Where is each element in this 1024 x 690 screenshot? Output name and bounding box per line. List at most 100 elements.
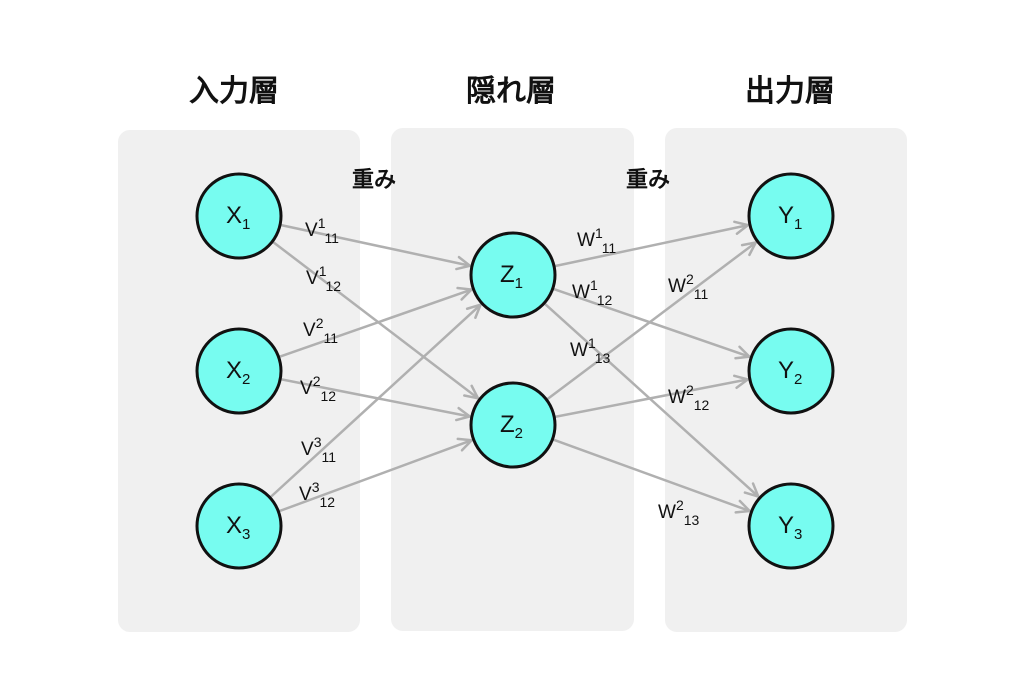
arrow-head-icon [463, 384, 481, 401]
weight-subscript: 12 [319, 494, 335, 510]
node-circle [195, 482, 283, 570]
weight-superscript: 3 [312, 479, 320, 495]
edge-X2-Z1 [278, 286, 475, 359]
weight-subscript: 11 [323, 330, 338, 346]
node-y2: Y2 [747, 327, 835, 415]
node-x2: X2 [195, 327, 283, 415]
edge-line [279, 223, 471, 267]
edge-line [269, 303, 482, 499]
edge-line [543, 302, 760, 498]
weight-base: V [303, 320, 316, 341]
edge-X3-Z1 [269, 302, 483, 499]
node-y3: Y3 [747, 482, 835, 570]
node-letter: Y [778, 357, 794, 384]
weight-base: W [570, 340, 588, 361]
edge-line [277, 439, 473, 513]
arrow-head-icon [456, 437, 475, 452]
weight-superscript: 2 [313, 373, 321, 389]
edge-line [553, 378, 749, 419]
weight-subscript: 13 [595, 350, 611, 366]
weight-base: V [301, 439, 314, 460]
node-z1: Z1 [469, 231, 557, 319]
weight-label: W213 [658, 497, 700, 528]
arrow-head-icon [740, 240, 759, 257]
weight-label: V212 [300, 373, 336, 404]
arrow-head-icon [465, 302, 483, 319]
hidden-layer-title: 隠れ層 [466, 74, 556, 109]
weight-base: V [306, 268, 319, 289]
weight-label: V311 [301, 434, 336, 465]
edge-line [271, 240, 479, 400]
arrow-head-icon [743, 482, 761, 499]
weight-subscript: 13 [684, 512, 700, 528]
arrow-head-icon [734, 499, 753, 514]
node-letter: X [226, 202, 242, 229]
node-letter: X [226, 512, 242, 539]
node-circle [195, 172, 283, 260]
weight-superscript: 2 [316, 315, 324, 331]
weight-label: W112 [572, 277, 612, 308]
node-x3: X3 [195, 482, 283, 570]
node-z2: Z2 [469, 381, 557, 469]
node-index: 1 [515, 275, 523, 292]
weight-superscript: 1 [588, 335, 596, 351]
node-circle [747, 327, 835, 415]
edge-Z2-Y3 [552, 438, 753, 514]
weight-label: V112 [306, 263, 341, 294]
weight-base: W [577, 230, 595, 251]
node-label: X3 [226, 512, 250, 543]
node-index: 1 [794, 216, 802, 233]
edge-Z1-Y3 [543, 302, 761, 499]
weight-superscript: 1 [319, 263, 327, 279]
node-letter: Z [500, 411, 515, 438]
weight-label: W211 [668, 271, 708, 302]
node-label: X2 [226, 357, 250, 388]
weight-subscript: 12 [320, 388, 336, 404]
node-label: Y3 [778, 512, 802, 543]
node-index: 1 [242, 216, 250, 233]
node-label: Z2 [500, 411, 523, 442]
weight-superscript: 2 [676, 497, 684, 513]
weight-subscript: 11 [324, 230, 339, 246]
weights-label-v: 重み [352, 168, 397, 193]
node-circle [747, 482, 835, 570]
node-letter: Z [500, 261, 515, 288]
arrow-head-icon [733, 374, 751, 390]
edge-X1-Z2 [271, 240, 481, 401]
weight-superscript: 3 [314, 434, 322, 450]
arrow-head-icon [733, 220, 751, 235]
edge-X1-Z1 [279, 223, 473, 271]
edge-labels: V111V112V211V212V311V312W111W112W113W211… [299, 215, 710, 528]
arrow-head-icon [455, 255, 473, 271]
node-label: Z1 [500, 261, 523, 292]
edge-line [279, 377, 471, 418]
weight-base: V [299, 484, 312, 505]
weight-base: W [572, 282, 590, 303]
edges [269, 220, 761, 514]
node-circle [747, 172, 835, 260]
edge-line [278, 288, 472, 359]
weight-base: W [668, 387, 686, 408]
weight-subscript: 12 [325, 278, 341, 294]
node-index: 2 [794, 371, 802, 388]
node-index: 2 [242, 371, 250, 388]
node-letter: Y [778, 512, 794, 539]
arrow-head-icon [455, 406, 473, 422]
output-layer-title: 出力層 [745, 74, 835, 109]
weight-label: V111 [305, 215, 339, 246]
weight-subscript: 12 [597, 292, 613, 308]
weight-base: V [305, 220, 318, 241]
node-circle [469, 381, 557, 469]
hidden-layer-panel [391, 128, 634, 631]
edge-Z2-Y2 [553, 374, 751, 419]
weight-base: V [300, 378, 313, 399]
weight-subscript: 12 [694, 397, 710, 413]
edge-X3-Z2 [277, 437, 475, 513]
node-letter: X [226, 357, 242, 384]
weight-base: W [668, 276, 686, 297]
weight-label: W212 [668, 382, 710, 413]
weight-subscript: 11 [694, 286, 709, 302]
weight-base: W [658, 502, 676, 523]
weight-label: W113 [570, 335, 610, 366]
edge-Z2-Y1 [545, 240, 759, 401]
